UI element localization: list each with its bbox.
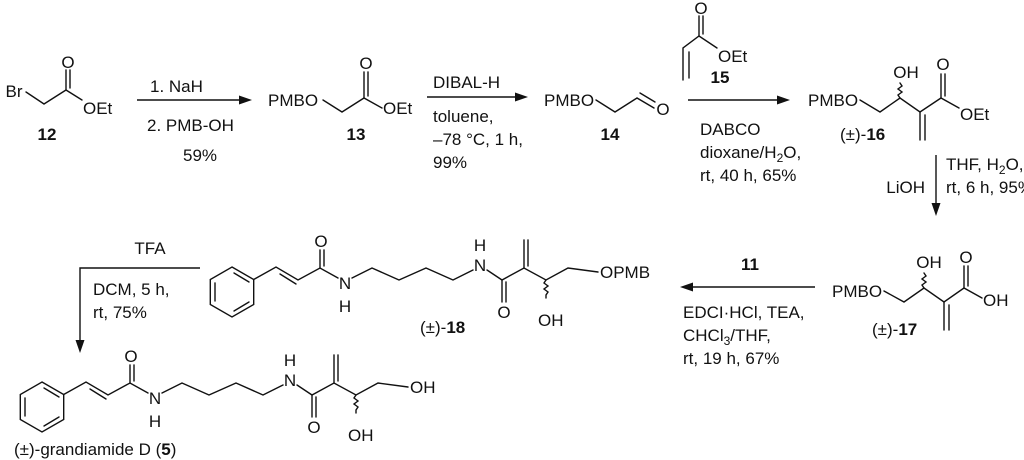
compound-label: 13	[347, 125, 366, 144]
atom-o: O	[307, 418, 320, 437]
step-5-arrow: 11 EDCI·HCl, TEA, CHCl3/THF, rt, 19 h, 6…	[680, 255, 815, 368]
compound-5-grandiamide-d: O N H N H O OH OH	[19, 347, 436, 445]
atom-h: H	[284, 351, 296, 370]
atom-oet: OEt	[718, 47, 748, 66]
bond	[25, 89, 83, 105]
atom-h: H	[474, 236, 486, 255]
atom-o: O	[359, 54, 372, 73]
compound-14: PMBO O 14	[544, 91, 670, 144]
atom-oh: OH	[893, 63, 919, 82]
reagent: 1. NaH	[150, 77, 203, 96]
compound-label: (±)-17	[872, 320, 917, 339]
atom-o: O	[936, 55, 949, 74]
condition: rt, 40 h, 65%	[700, 166, 796, 185]
atom-o: O	[959, 248, 972, 267]
condition: toluene,	[433, 107, 494, 126]
atom-h: H	[149, 412, 161, 431]
step-2-arrow: DIBAL-H toluene, –78 °C, 1 h, 99%	[427, 73, 528, 172]
step-3-arrow: O OEt 15 DABCO dioxane/H2O, rt, 40 h, 65…	[682, 0, 801, 185]
reagent: DABCO	[700, 120, 760, 139]
compound-label: 12	[38, 125, 57, 144]
condition: rt, 75%	[93, 303, 147, 322]
step-6-arrow: TFA DCM, 5 h, rt, 75%	[75, 239, 200, 353]
atom-h: H	[339, 297, 351, 316]
compound-16: PMBO OH O OEt (±)-16	[808, 55, 990, 144]
atom-pmbo: PMBO	[544, 91, 594, 110]
compound-label: 15	[711, 68, 730, 87]
compound-18: O N H N H O OH OPMB (±)-18	[209, 232, 650, 337]
atom-o: O	[61, 53, 74, 72]
compound-12: Br O OEt 12	[6, 53, 113, 144]
reagent: 2. PMB-OH	[147, 116, 234, 135]
atom-br: Br	[6, 82, 23, 101]
atom-pmbo: PMBO	[808, 91, 858, 110]
bond	[322, 97, 383, 113]
atom-n: N	[339, 274, 351, 293]
reagent: DIBAL-H	[433, 73, 500, 92]
condition: dioxane/H2O,	[700, 143, 801, 165]
yield: 99%	[433, 153, 467, 172]
yield: 59%	[183, 146, 217, 165]
atom-n: N	[149, 389, 161, 408]
atom-o: O	[124, 347, 137, 366]
atom-oh: OH	[348, 426, 374, 445]
atom-oet: OEt	[383, 99, 413, 118]
condition: rt, 19 h, 67%	[683, 349, 779, 368]
atom-n: N	[474, 256, 486, 275]
atom-pmbo: PMBO	[268, 91, 318, 110]
reagent-compound-11: 11	[741, 255, 759, 274]
compound-label: (±)-grandiamide D (5)	[14, 440, 176, 459]
atom-oh: OH	[410, 378, 436, 397]
condition: rt, 6 h, 95%	[946, 178, 1024, 197]
benzene-ring	[19, 381, 65, 433]
atom-n: N	[284, 371, 296, 390]
compound-13: PMBO O OEt 13	[268, 54, 413, 144]
atom-oet: OEt	[960, 105, 990, 124]
compound-15: O OEt 15	[682, 0, 748, 87]
atom-opmb: OPMB	[600, 263, 650, 282]
compound-label: 14	[601, 125, 620, 144]
condition: CHCl3/THF,	[683, 326, 771, 348]
reagent: TFA	[134, 239, 166, 258]
reagent: EDCI·HCl, TEA,	[683, 303, 805, 322]
condition: –78 °C, 1 h,	[433, 130, 523, 149]
atom-o: O	[694, 0, 707, 18]
atom-o: O	[497, 303, 510, 322]
reagent: LiOH	[886, 178, 925, 197]
condition: THF, H2O,	[946, 155, 1024, 177]
atom-o: O	[656, 100, 669, 119]
atom-oh: OH	[983, 291, 1009, 310]
atom-oh: OH	[916, 253, 942, 272]
condition: DCM, 5 h,	[93, 280, 170, 299]
step-1-arrow: 1. NaH 2. PMB-OH 59%	[137, 77, 252, 165]
compound-label: (±)-18	[420, 318, 465, 337]
atom-oh: OH	[538, 311, 564, 330]
atom-oet: OEt	[83, 99, 113, 118]
step-4-arrow: LiOH THF, H2O, rt, 6 h, 95%	[886, 155, 1024, 216]
atom-o: O	[314, 232, 327, 251]
benzene-ring	[209, 266, 255, 318]
compound-17: PMBO OH O OH (±)-17	[832, 248, 1009, 339]
compound-label: (±)-16	[840, 125, 885, 144]
atom-pmbo: PMBO	[832, 282, 882, 301]
bond	[595, 97, 655, 113]
